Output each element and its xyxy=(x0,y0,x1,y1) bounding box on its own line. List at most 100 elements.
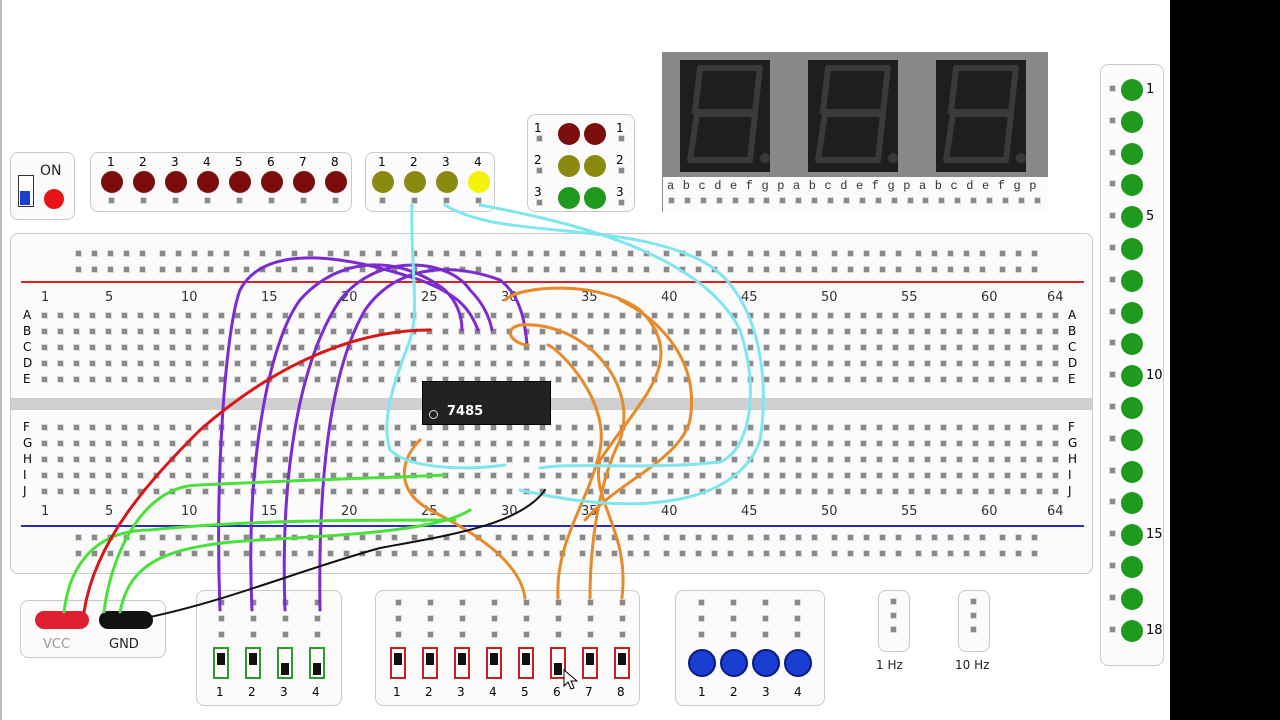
red-dip-switch[interactable] xyxy=(486,647,502,679)
socket-hole xyxy=(57,472,65,479)
socket-hole xyxy=(939,344,947,351)
push-button[interactable] xyxy=(752,649,780,677)
socket-hole xyxy=(375,266,382,273)
socket-hole xyxy=(763,328,771,335)
led-label: 5 xyxy=(1146,209,1155,225)
gnd-connector[interactable] xyxy=(99,611,153,629)
socket-hole xyxy=(619,599,626,606)
socket-hole xyxy=(747,360,755,367)
socket-hole xyxy=(459,250,466,257)
socket-hole xyxy=(475,197,482,204)
socket-hole xyxy=(459,631,466,638)
switch-knob xyxy=(426,653,434,665)
socket-hole xyxy=(579,250,586,257)
socket-hole xyxy=(123,550,130,557)
socket-hole xyxy=(895,534,902,541)
socket-hole xyxy=(426,328,434,335)
socket-hole xyxy=(105,472,113,479)
column-number: 50 xyxy=(821,290,838,305)
socket-hole xyxy=(827,328,835,335)
socket-hole xyxy=(907,424,915,431)
socket-hole xyxy=(795,250,802,257)
digit-3-display xyxy=(936,60,1026,172)
push-button[interactable] xyxy=(688,649,716,677)
socket-hole xyxy=(586,488,594,495)
socket-hole xyxy=(41,312,48,319)
socket-hole xyxy=(843,456,851,463)
socket-hole xyxy=(971,376,979,383)
socket-hole xyxy=(191,534,198,541)
red-dip-switch[interactable] xyxy=(550,647,566,679)
socket-hole xyxy=(779,197,787,204)
socket-hole xyxy=(979,534,986,541)
socket-hole xyxy=(169,456,177,463)
socket-hole xyxy=(169,376,177,383)
socket-hole xyxy=(650,312,658,319)
red-dip-switch[interactable] xyxy=(454,647,470,679)
red-dip-switch[interactable] xyxy=(582,647,598,679)
socket-hole xyxy=(763,197,771,204)
socket-hole xyxy=(579,534,586,541)
socket-hole xyxy=(1036,472,1044,479)
socket-hole xyxy=(442,440,450,447)
socket-hole xyxy=(511,550,518,557)
green-dip-switch[interactable] xyxy=(277,647,293,679)
socket-hole xyxy=(1001,197,1009,204)
socket-hole xyxy=(587,615,594,622)
socket-hole xyxy=(627,550,634,557)
socket-hole xyxy=(618,424,626,431)
socket-hole xyxy=(843,344,851,351)
socket-hole xyxy=(175,550,182,557)
push-button[interactable] xyxy=(720,649,748,677)
column-number: 55 xyxy=(901,290,918,305)
socket-hole xyxy=(730,615,737,622)
socket-hole xyxy=(73,488,81,495)
socket-hole xyxy=(259,250,266,257)
socket-hole xyxy=(281,472,289,479)
socket-hole xyxy=(923,312,931,319)
socket-hole xyxy=(987,312,995,319)
ic-7485-chip[interactable]: 7485 xyxy=(422,381,551,425)
socket-hole xyxy=(666,360,674,367)
socket-hole xyxy=(282,599,289,606)
led-label: 10 xyxy=(1146,368,1163,384)
socket-hole xyxy=(779,456,787,463)
socket-hole xyxy=(602,472,610,479)
vcc-connector[interactable] xyxy=(35,611,89,629)
green-led xyxy=(1121,428,1143,451)
socket-hole xyxy=(602,376,610,383)
socket-hole xyxy=(699,424,707,431)
red-dip-switch[interactable] xyxy=(390,647,406,679)
power-switch-toggle[interactable] xyxy=(18,175,34,207)
socket-hole xyxy=(41,328,48,335)
socket-hole xyxy=(747,424,755,431)
socket-hole xyxy=(217,488,225,495)
socket-hole xyxy=(931,550,938,557)
socket-hole xyxy=(121,440,129,447)
socket-hole xyxy=(427,250,434,257)
row-letter: A xyxy=(23,308,32,322)
red-dip-switch[interactable] xyxy=(614,647,630,679)
red-dip-switch[interactable] xyxy=(518,647,534,679)
socket-hole xyxy=(842,197,850,204)
socket-hole xyxy=(291,250,298,257)
socket-hole xyxy=(731,376,739,383)
socket-hole xyxy=(395,615,402,622)
socket-hole xyxy=(153,376,161,383)
socket-hole xyxy=(634,328,642,335)
push-button[interactable] xyxy=(784,649,812,677)
red-dip-switch[interactable] xyxy=(422,647,438,679)
socket-hole xyxy=(249,472,257,479)
socket-hole xyxy=(999,534,1006,541)
green-dip-switch[interactable] xyxy=(213,647,229,679)
socket-hole xyxy=(634,424,642,431)
green-dip-switch[interactable] xyxy=(245,647,261,679)
socket-hole xyxy=(411,534,418,541)
socket-hole xyxy=(683,472,690,479)
green-dip-switch[interactable] xyxy=(309,647,325,679)
socket-hole xyxy=(747,197,755,204)
socket-hole xyxy=(923,440,931,447)
socket-hole xyxy=(458,328,466,335)
socket-hole xyxy=(362,424,369,431)
socket-hole xyxy=(175,266,182,273)
